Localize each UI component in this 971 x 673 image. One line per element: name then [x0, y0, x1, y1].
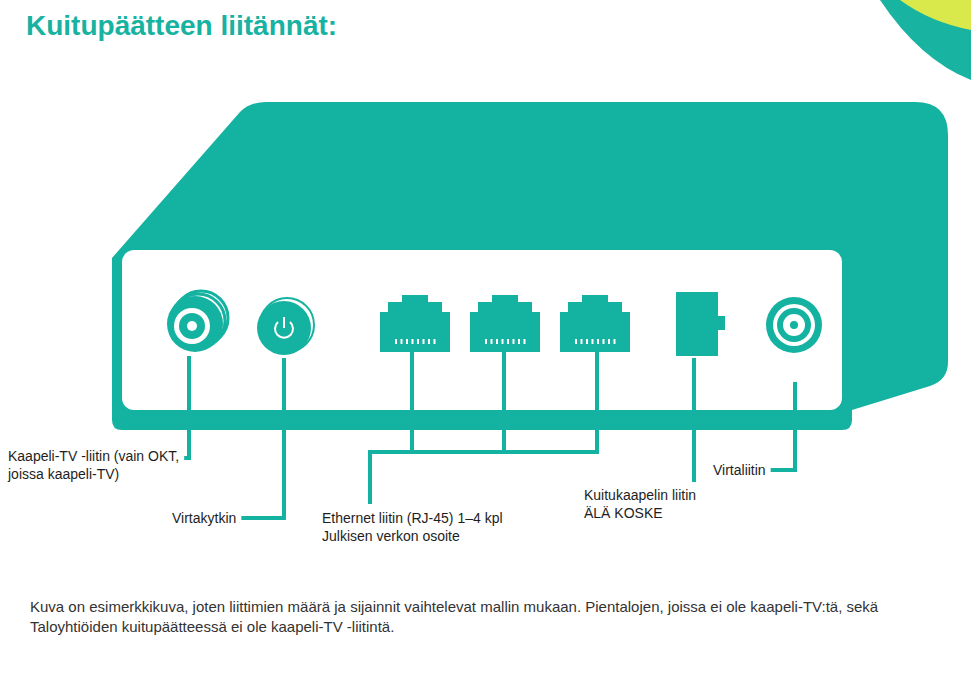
ethernet-ports	[380, 295, 630, 352]
corner-decoration	[900, 0, 971, 30]
device-body	[112, 102, 948, 430]
title: Kuitupäätteen liitännät:	[26, 10, 337, 42]
callout-label: Kuitukaapelin liitin ÄLÄ KOSKE	[584, 486, 714, 522]
corner-decoration	[880, 0, 971, 80]
leader-lines	[189, 352, 795, 519]
coax-connector	[167, 291, 228, 352]
power-jack	[766, 297, 822, 353]
back-panel	[122, 250, 842, 410]
power-switch	[257, 298, 314, 355]
callout-label: Ethernet liitin (RJ-45) 1–4 kpl Julkisen…	[322, 509, 547, 545]
callout-label: Kaapeli-TV -liitin (vain OKT, joissa kaa…	[8, 447, 186, 483]
callout-label: Virtaliitin	[713, 461, 766, 479]
leader-line	[241, 516, 286, 520]
leader-line	[184, 456, 191, 460]
fiber-connector	[676, 292, 725, 356]
caption: Kuva on esimerkkikuva, joten liittimien …	[30, 597, 910, 637]
leader-line	[771, 468, 797, 472]
callout-label: Virtakytkin	[172, 509, 236, 527]
